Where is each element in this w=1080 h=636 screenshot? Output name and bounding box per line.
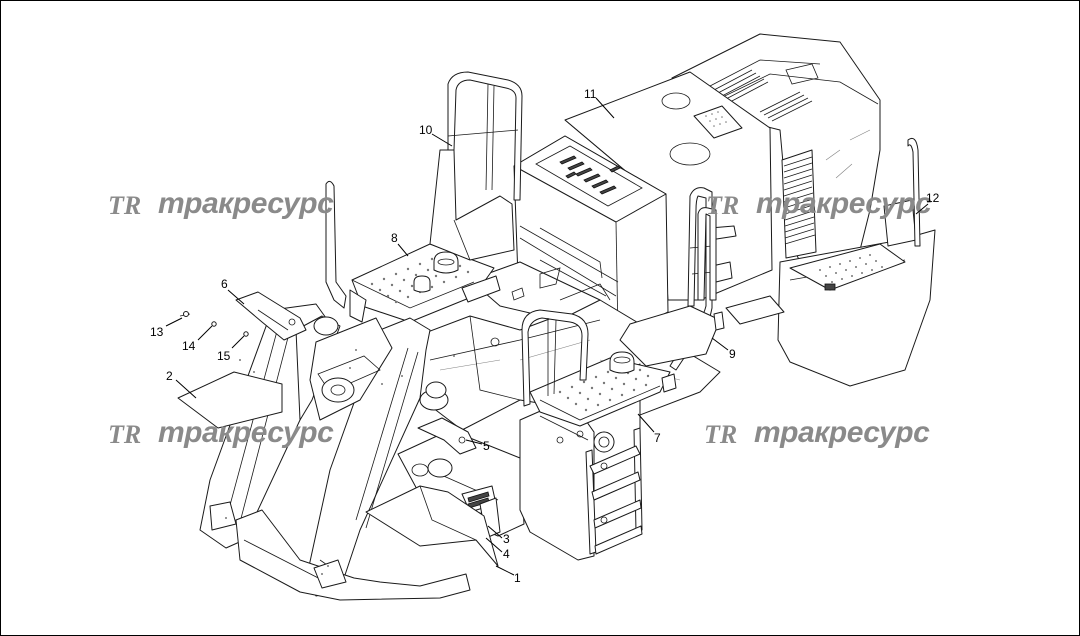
callout-15: 15 — [217, 335, 245, 363]
callout-10: 10 — [419, 123, 453, 147]
centre-handrail — [619, 187, 785, 371]
watermark-4: TR тракресурс — [704, 416, 931, 449]
watermark-text: тракресурс — [754, 416, 930, 449]
callout-11: 11 — [584, 87, 615, 119]
watermark-logo: TR — [706, 191, 739, 220]
callout-1: 1 — [495, 565, 521, 585]
callout-3: 3 — [487, 525, 510, 546]
fastener-washer-14 — [211, 321, 217, 327]
bracket-part-5 — [417, 417, 477, 455]
callout-8-label: 8 — [391, 231, 398, 245]
bracket-part-6 — [235, 291, 307, 341]
callout-6: 6 — [221, 277, 245, 305]
engine-hood — [671, 33, 936, 387]
hood-side-grille — [781, 149, 817, 259]
callout-7-label: 7 — [654, 431, 661, 445]
loader-boom — [199, 303, 525, 601]
callout-13-label: 13 — [150, 325, 164, 339]
callouts: 1 2 3 4 5 6 7 8 — [150, 87, 940, 585]
watermark-1: TR тракресурс — [108, 187, 335, 220]
watermark-2: TR тракресурс — [706, 187, 933, 220]
right-front-handrail — [521, 309, 589, 407]
callout-3-label: 3 — [503, 532, 510, 546]
callout-10-label: 10 — [419, 123, 433, 137]
callout-12-label: 12 — [926, 191, 940, 205]
callout-4: 4 — [485, 537, 510, 561]
left-step-platform — [351, 243, 501, 323]
callout-6-label: 6 — [221, 277, 228, 291]
rear-step-platform — [789, 199, 917, 291]
front-fender-part-1 — [365, 485, 499, 567]
callout-4-label: 4 — [503, 547, 510, 561]
watermark-logo: TR — [704, 420, 737, 449]
callout-9: 9 — [711, 337, 736, 361]
cab-vent-grille — [559, 155, 621, 195]
callout-14-label: 14 — [182, 339, 196, 353]
callout-1-label: 1 — [514, 571, 521, 585]
watermark-logo: TR — [108, 420, 141, 449]
fastener-nut-15 — [243, 331, 249, 337]
callout-13: 13 — [150, 317, 183, 339]
callout-8: 8 — [391, 231, 409, 257]
right-step-platform — [529, 351, 677, 427]
watermark-text: тракресурс — [158, 187, 334, 220]
watermark-logo: TR — [108, 191, 141, 220]
callout-15-label: 15 — [217, 349, 231, 363]
callout-9-label: 9 — [729, 347, 736, 361]
handrail-post — [697, 207, 717, 301]
callout-2: 2 — [166, 369, 197, 399]
callout-7: 7 — [637, 413, 661, 445]
callout-5-label: 5 — [483, 439, 490, 453]
callout-11-label: 11 — [584, 87, 597, 101]
fastener-bolt-13 — [179, 311, 191, 317]
access-ladder — [585, 427, 643, 555]
watermark-3: TR тракресурс — [108, 416, 335, 449]
callout-14: 14 — [182, 325, 213, 353]
watermark-text: тракресурс — [756, 187, 932, 220]
cab-panel — [513, 71, 773, 339]
watermark-text: тракресурс — [158, 416, 334, 449]
callout-12: 12 — [915, 191, 940, 215]
left-handrail — [325, 71, 523, 323]
plate-part-2 — [177, 371, 283, 429]
callout-5: 5 — [465, 439, 490, 453]
hood-top-grille — [713, 63, 819, 122]
callout-2-label: 2 — [166, 369, 173, 383]
